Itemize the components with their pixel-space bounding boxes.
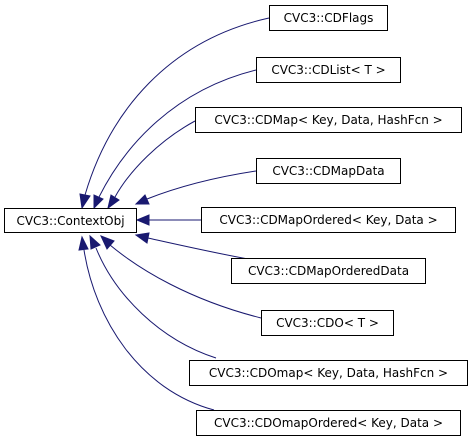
arrowhead-cdomapordered bbox=[78, 235, 89, 251]
node-label-cdmapordereddata: CVC3::CDMapOrderedData bbox=[248, 264, 409, 278]
node-label-contextobj: CVC3::ContextObj bbox=[16, 214, 124, 228]
arrowhead-cdflags bbox=[79, 193, 91, 210]
edge-cdmaporderddata bbox=[147, 237, 249, 260]
arrowhead-cdmapordereddata bbox=[134, 232, 150, 244]
node-cdmapordereddata[interactable]: CVC3::CDMapOrderedData bbox=[231, 258, 426, 284]
node-box-cdflags bbox=[269, 5, 388, 31]
edge-cdlist bbox=[98, 69, 257, 198]
edge-cdmapdata bbox=[146, 170, 257, 200]
node-label-cdomap: CVC3::CDOmap< Key, Data, HashFcn > bbox=[209, 366, 448, 380]
node-box-cdlist bbox=[256, 57, 401, 83]
node-cdmap[interactable]: CVC3::CDMap< Key, Data, HashFcn > bbox=[195, 107, 462, 133]
edge-cdomapordered bbox=[83, 249, 215, 411]
node-box-cdmapordereddata bbox=[231, 258, 426, 284]
arrowhead-cdomap bbox=[89, 234, 101, 250]
node-cdomapordered[interactable]: CVC3::CDOmapOrdered< Key, Data > bbox=[196, 410, 461, 436]
inheritance-edges bbox=[78, 17, 270, 411]
node-box-cdo bbox=[261, 310, 394, 336]
node-cdflags[interactable]: CVC3::CDFlags bbox=[269, 5, 388, 31]
node-box-contextobj bbox=[4, 208, 137, 233]
node-box-cdmap bbox=[195, 107, 462, 133]
node-cdomap[interactable]: CVC3::CDOmap< Key, Data, HashFcn > bbox=[189, 360, 468, 386]
arrowhead-cdlist bbox=[93, 194, 104, 210]
node-label-cdomapordered: CVC3::CDOmapOrdered< Key, Data > bbox=[214, 416, 443, 430]
node-label-cdlist: CVC3::CDList< T > bbox=[271, 63, 385, 77]
node-box-cdmapordered bbox=[201, 207, 456, 233]
node-label-cdflags: CVC3::CDFlags bbox=[284, 11, 374, 25]
node-cdmapdata[interactable]: CVC3::CDMapData bbox=[256, 158, 401, 184]
edge-cdomap bbox=[95, 247, 217, 359]
node-label-cdmap: CVC3::CDMap< Key, Data, HashFcn > bbox=[214, 113, 442, 127]
node-cdmapordered[interactable]: CVC3::CDMapOrdered< Key, Data > bbox=[201, 207, 456, 233]
node-label-cdmapdata: CVC3::CDMapData bbox=[272, 164, 384, 178]
arrowhead-cdmap bbox=[107, 194, 120, 210]
node-cdo[interactable]: CVC3::CDO< T > bbox=[261, 310, 394, 336]
node-contextobj[interactable]: CVC3::ContextObj bbox=[4, 208, 137, 233]
edge-cdo bbox=[109, 244, 262, 319]
arrowhead-cdo bbox=[100, 235, 115, 250]
node-box-cdomap bbox=[189, 360, 468, 386]
node-label-cdmapordered: CVC3::CDMapOrdered< Key, Data > bbox=[219, 213, 437, 227]
edge-cdmap bbox=[114, 120, 196, 198]
arrowhead-cdmapordered bbox=[135, 214, 150, 226]
node-box-cdmapdata bbox=[256, 158, 401, 184]
arrowhead-cdmapdata bbox=[134, 194, 150, 205]
node-cdlist[interactable]: CVC3::CDList< T > bbox=[256, 57, 401, 83]
edge-cdflags bbox=[84, 17, 270, 196]
node-label-cdo: CVC3::CDO< T > bbox=[276, 316, 379, 330]
node-box-cdomapordered bbox=[196, 410, 461, 436]
